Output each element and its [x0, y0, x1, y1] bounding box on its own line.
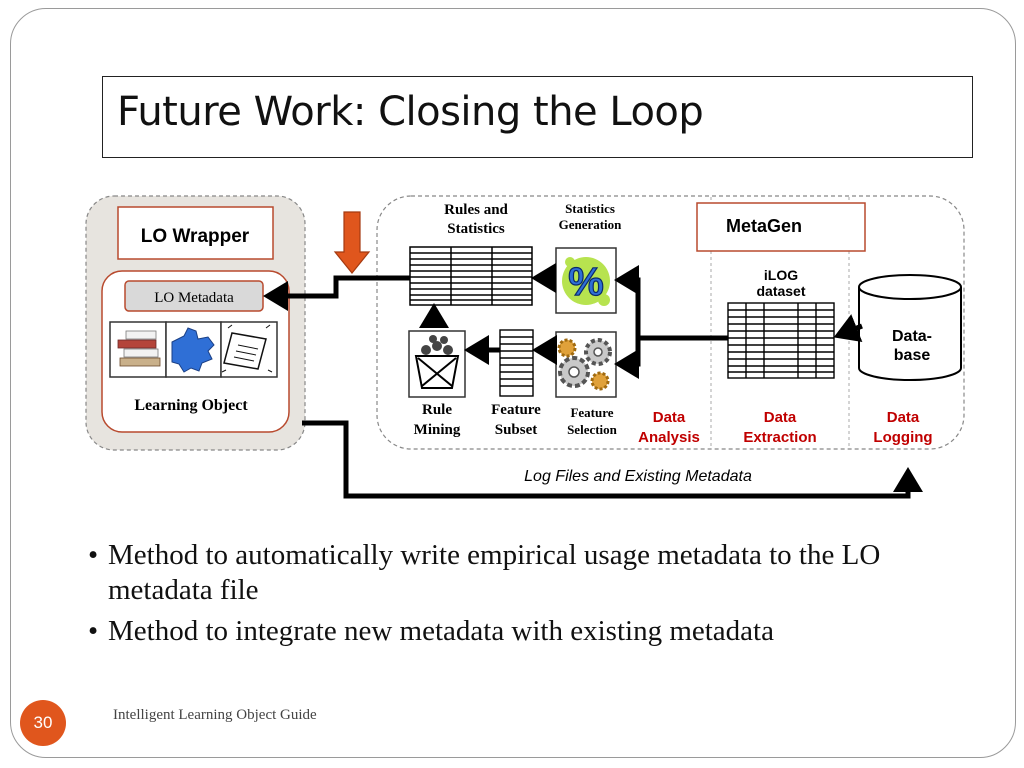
data-extraction-label-2: Extraction [743, 429, 816, 446]
lo-metadata-label: LO Metadata [154, 290, 234, 306]
lo-wrapper-label-box [117, 206, 274, 260]
page-title: Future Work: Closing the Loop [117, 89, 704, 135]
svg-text:%: % [568, 260, 604, 304]
feature-selection-label-2: Selection [567, 422, 618, 437]
ilog-dataset-label-2: dataset [756, 283, 805, 299]
feature-selection-label-1: Feature [570, 405, 613, 420]
lo-metadata-box [124, 280, 264, 312]
learning-object-label: Learning Object [134, 397, 248, 414]
feature-subset-table-icon [499, 329, 534, 397]
footer-text: Intelligent Learning Object Guide [113, 707, 317, 723]
percent-icon: % [555, 247, 617, 314]
data-logging-label-2: Logging [873, 429, 932, 446]
rule-mining-label-2: Mining [414, 422, 461, 438]
title-box: Future Work: Closing the Loop [102, 76, 973, 158]
feature-subset-label-2: Subset [495, 422, 538, 438]
rules-statistics-label-1: Rules and [444, 202, 508, 218]
ilog-dataset-label-1: iLOG [764, 267, 798, 283]
bullet-list: • Method to automatically write empirica… [88, 538, 988, 654]
data-extraction-label-1: Data [764, 409, 797, 426]
log-files-caption: Log Files and Existing Metadata [524, 468, 752, 485]
stats-generation-label-2: Generation [559, 217, 623, 232]
metagen-label: MetaGen [726, 216, 802, 236]
bullet-text: Method to automatically write empirical … [108, 539, 881, 606]
arrow-lo-to-logging [302, 420, 923, 499]
rules-statistics-label-2: Statistics [447, 221, 505, 237]
data-analysis-label-2: Analysis [638, 429, 700, 446]
bullet-text: Method to integrate new metadata with ex… [108, 614, 774, 647]
mining-cart-icon [408, 330, 466, 398]
orange-down-arrow-icon [333, 211, 371, 274]
bullet-dot-icon: • [88, 614, 99, 647]
gears-icon [555, 331, 617, 398]
rules-table-icon [409, 246, 533, 306]
rule-mining-label-1: Rule [422, 402, 452, 418]
database-label-2: base [894, 347, 931, 364]
puzzle-icon [165, 321, 222, 378]
arrow-database-to-ilog [833, 314, 863, 342]
page-number-badge: 30 [20, 700, 66, 746]
arrow-ilog-to-feature-selection [614, 338, 641, 379]
data-logging-label-1: Data [887, 409, 920, 426]
ilog-table-icon [727, 302, 835, 379]
lo-wrapper-label: LO Wrapper [141, 226, 250, 247]
data-analysis-label-1: Data [653, 409, 686, 426]
document-icon [220, 321, 278, 378]
arrow-ilog-to-analysis [614, 265, 728, 341]
metagen-box [696, 202, 866, 252]
books-icon [109, 321, 167, 378]
bullet-item: • Method to automatically write empirica… [88, 538, 988, 608]
bullet-dot-icon: • [88, 539, 99, 571]
bullet-item: • Method to integrate new metadata with … [88, 614, 988, 649]
flow-arrows [263, 263, 923, 499]
database-icon [858, 274, 962, 381]
database-label-1: Data- [892, 328, 932, 345]
stats-generation-label-1: Statistics [565, 201, 615, 216]
arrow-rules-to-lo-metadata [263, 275, 410, 311]
feature-subset-label-1: Feature [491, 402, 541, 418]
